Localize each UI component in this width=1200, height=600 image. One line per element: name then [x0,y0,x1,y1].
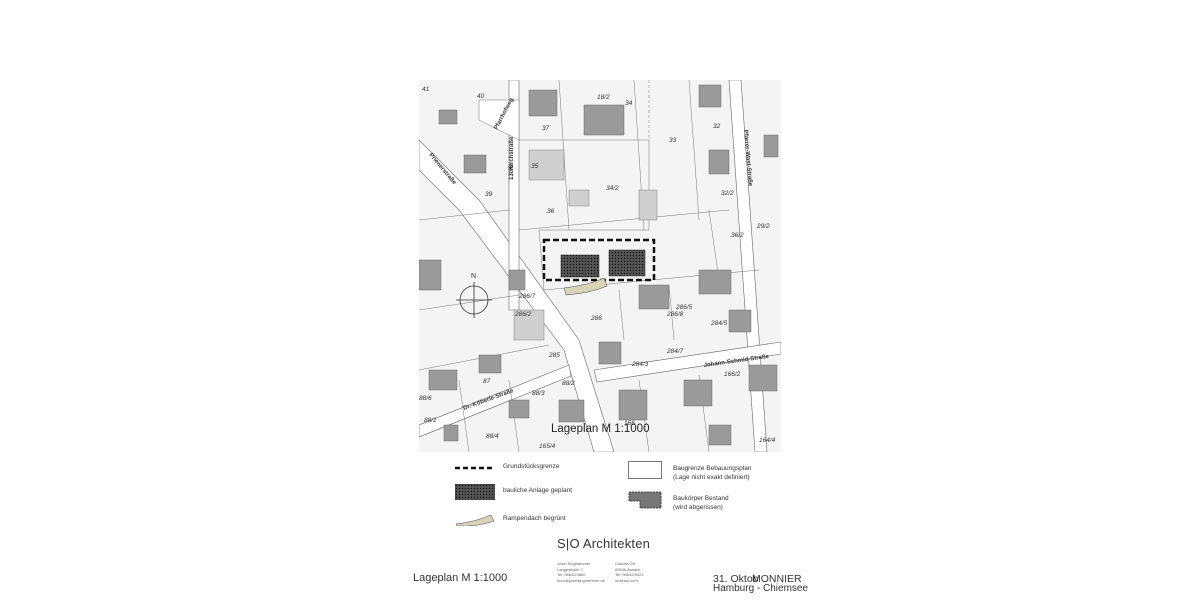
place-label: Hamburg - Chiemsee [713,583,809,594]
parcel-label: 36 [547,208,555,215]
street-label: Kirchstraße [509,136,515,170]
parcel-label: 87 [483,378,491,385]
legend-label: Grundstücksgrenze [503,463,560,470]
street-label: Pfarrer-Wast-Straße [742,130,753,187]
legend-label: Baugrenze Bebauungsplan (Lage nicht exak… [673,465,752,481]
parcel-label: 166 [624,420,635,427]
north-label: N [471,273,476,280]
planned-building-2 [608,249,646,277]
property-boundary-symbol [455,462,495,474]
parcel-label: 88/4 [486,433,499,440]
parcel-label: 32/2 [721,190,734,197]
legend-item: Baugrenze Bebauungsplan (Lage nicht exak… [625,461,752,482]
parcel-label: 286/2 [514,311,532,318]
parcel-label: 88/2 [562,380,575,387]
firm-name: S|O Architekten [557,536,651,551]
existing-building-symbol [625,491,665,509]
street-code: 130/8 [509,164,515,180]
date-label: 31. Oktob [713,573,759,585]
parcel-label: 284/7 [666,348,684,355]
north-arrow [456,282,492,318]
parcel-label: 18/2 [597,94,610,101]
parcel-label: 35 [531,163,539,170]
legend-item: bauliche Anlage geplant [455,484,573,500]
green-roof-ramp [563,277,608,296]
legend-item: Rampendach begrünt [455,514,566,526]
parcel-label: 164/4 [759,437,776,444]
parcel-label: 285 [548,352,560,359]
parcel-label: 41 [422,86,430,93]
legend-item: Baukörper Bestand (wird abgerissen) [625,491,729,512]
green-roof-symbol [455,514,495,526]
parcel-label: 286/7 [518,293,536,300]
parcel-label: 34 [625,100,633,107]
site-plan-map: N Pfarrhofweg Prienerstraße Kirchstraße … [419,80,781,452]
parcel-label: 88/3 [532,390,545,397]
parcel-label: 40 [477,93,485,100]
parcel-label: 29/2 [756,223,770,230]
legend-label: Baukörper Bestand (wird abgerissen) [673,495,729,511]
map-drawing: N Pfarrhofweg Prienerstraße Kirchstraße … [419,80,781,452]
planned-building-1 [560,254,600,278]
parcel-label: 284/3 [631,361,649,368]
parcel-label: 166/2 [724,371,741,378]
legend-item: Grundstücksgrenze [455,462,559,474]
legend-label: Rampendach begrünt [503,515,566,522]
author-label: MONNIER [752,573,802,585]
parcel-label: 88/1 [424,417,437,424]
parcel-label: 36/2 [731,232,744,239]
map-title: Lageplan M 1:1000 [551,423,650,435]
parcel-label: 33 [669,137,677,144]
parcel-label: 34/2 [606,185,619,192]
legend: Grundstücksgrenze bauliche Anlage geplan… [455,461,785,532]
parcel-label: 32 [713,123,721,130]
parcel-label: 39 [485,191,493,198]
planned-structure-symbol [455,484,495,500]
address-left: Josef Singhammer Langestraße 7 Tel. 0864… [557,561,605,583]
address-right: Claudia Ort 83646 Asbach Tel. 08642/9423… [615,561,644,583]
footer-title: Lageplan M 1:1000 [413,572,508,584]
parcel-label: 286/5 [675,304,693,311]
parcel-label: 37 [542,125,550,132]
parcel-label: 165/4 [539,443,556,450]
legend-label: bauliche Anlage geplant [503,487,573,494]
parcel-label: 286/8 [666,311,684,318]
parcel-label: 284/5 [710,320,728,327]
parcel-label: 88/6 [419,395,432,402]
property-boundary [542,238,656,282]
parcel-label: 286 [590,315,602,322]
building-limit-symbol [625,461,665,479]
